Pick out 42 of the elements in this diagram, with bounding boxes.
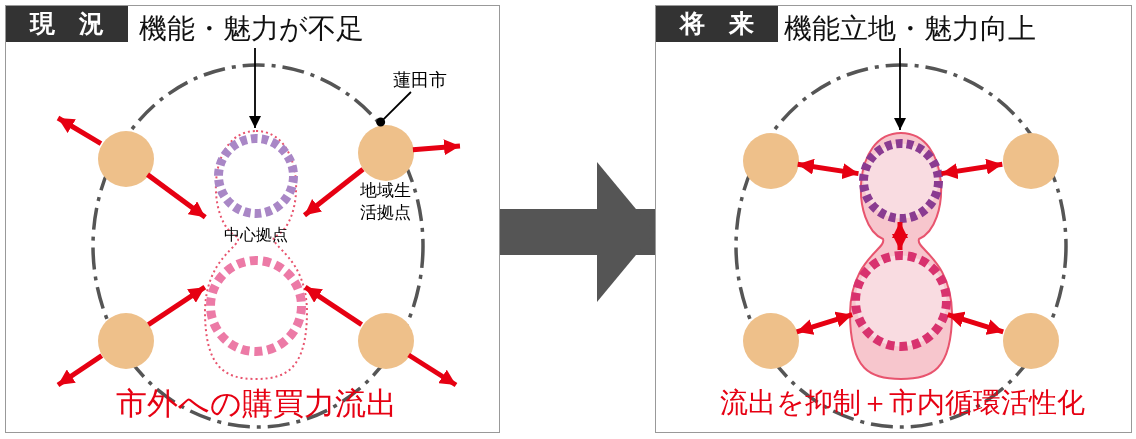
caption-text: 流出を抑制＋市内循環活性化 <box>718 385 1086 421</box>
section-tag: 現況 <box>6 6 128 42</box>
hub-ring <box>859 139 943 223</box>
local-hub-circle <box>1003 313 1059 369</box>
central-hub-outline <box>204 129 308 381</box>
double-arrow <box>941 158 1003 180</box>
arrow <box>146 172 207 220</box>
local-hub-circle <box>98 313 154 369</box>
double-arrow <box>797 158 859 180</box>
local-hub-circle <box>743 313 799 369</box>
heading-text: 機能立地・魅力向上 <box>784 9 1084 49</box>
diagram-panel <box>5 5 500 433</box>
diagram-panel <box>655 5 1132 433</box>
caption-text: 市外への購買力流出 <box>114 384 398 423</box>
heading-text: 機能・魅力が不足 <box>139 9 419 49</box>
hub-ring <box>206 256 306 356</box>
local-hub-circle <box>1003 133 1059 189</box>
section-tag: 将来 <box>656 6 778 42</box>
local-hub-circle <box>98 131 154 187</box>
double-arrow <box>892 222 908 250</box>
arrow <box>500 162 655 302</box>
hub-ring <box>851 251 951 351</box>
arrow <box>56 115 103 146</box>
arrow <box>56 353 104 388</box>
arrow <box>407 352 458 388</box>
hub-type-label: 地域生活拠点 <box>360 179 412 223</box>
hub-label: 中心拠点 <box>223 224 289 246</box>
leader-line <box>376 91 412 127</box>
hub-ring <box>214 134 298 218</box>
central-hub-area <box>849 131 953 381</box>
double-arrow <box>947 311 1004 335</box>
arrow <box>146 285 207 327</box>
arrow <box>249 47 261 129</box>
place-label: 蓮田市 <box>393 67 457 93</box>
local-hub-circle <box>358 125 414 181</box>
local-hub-circle <box>358 313 414 369</box>
arrow <box>302 167 365 218</box>
arrow <box>303 285 364 327</box>
arrow <box>412 139 461 156</box>
local-hub-circle <box>743 133 799 189</box>
arrow <box>894 47 906 131</box>
double-arrow <box>796 311 853 335</box>
